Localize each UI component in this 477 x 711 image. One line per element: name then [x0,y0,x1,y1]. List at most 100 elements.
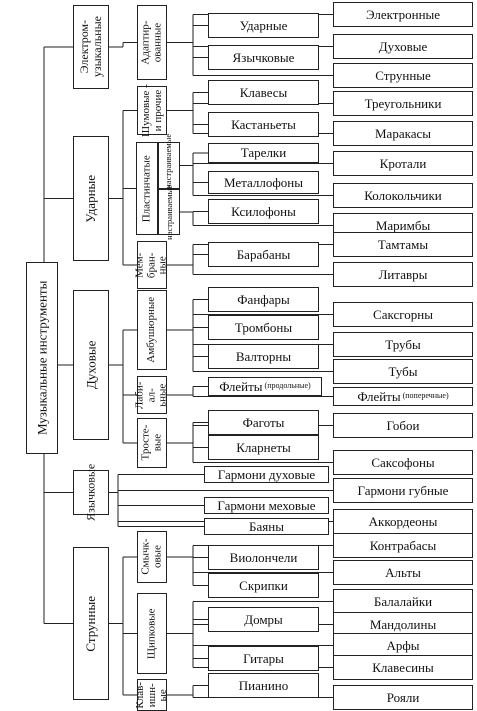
leaf-kontrabasy: Контрабасы [333,533,473,558]
instrument-skripki: Скрипки [208,573,319,598]
subgroup-plucked-label: Щипковые [145,608,158,659]
leaf-alty: Альты [333,560,473,585]
instrument-bayany: Баяны [204,518,329,535]
leaf-litavry-label: Литавры [378,266,428,282]
leaf-klavesiny-label: Клавесины [372,659,434,675]
instrument-violoncheli-label: Виолончели [229,549,298,565]
subgroup-membrane: Мем- бран- ные [134,241,169,289]
leaf-garmoni_gub: Гармони губные [333,478,473,503]
family-percussion: Ударные [73,136,109,261]
leaf-balalaiki: Балалайки [333,589,473,614]
leaf-kolokolchiki-label: Колокольчики [364,187,442,203]
leaf-arfy-label: Арфы [386,637,420,653]
subgroup-plucked: Щипковые [137,593,167,674]
leaf-treugolniki: Треугольники [333,91,473,116]
leaf-fleity_pop-label: Флейты [357,388,401,404]
instrument-barabany-label: Барабаны [236,246,291,262]
instrument-garmoni_meh: Гармони меховые [204,497,329,514]
leaf-duhovye-label: Духовые [378,38,428,54]
leaf-fleity_pop: Флейты (поперечные) [333,387,473,406]
subgroup-noise-label: Шумовые - и прочие [139,84,164,137]
subgroup-plastic: Пластинчатые [136,142,158,235]
instrument-yazychkovye_mid-label: Язычковые [232,49,295,65]
family-strings-label: Струнные [83,595,99,652]
instrument-kastanety-label: Кастаньеты [231,116,296,132]
subgroup-noise: Шумовые - и прочие [137,84,167,137]
leaf-akkordeony-label: Аккордеоны [368,513,438,529]
instrument-violoncheli: Виолончели [208,545,319,570]
instrument-klarnety: Кларнеты [208,435,319,460]
subgroup-reed: Тросте- вые [137,418,167,468]
leaf-marakasy: Маракасы [333,121,473,146]
instrument-fleity_prod-note: (продольные) [262,381,311,391]
leaf-tamtamy-label: Тамтамы [377,236,429,252]
leaf-fleity_pop-note: (поперечные) [400,391,449,401]
subgroup-bowed-label: Смычк- овые [139,538,164,576]
leaf-litavry: Литавры [333,262,473,287]
instrument-udarnye: Ударные [208,13,319,38]
family-electro-label: Электром- узыкальные [77,16,104,78]
instrument-yazychkovye_mid: Язычковые [208,45,319,70]
instrument-udarnye-label: Ударные [239,17,288,33]
instrument-fagoty-label: Фаготы [242,414,285,430]
family-wind-label: Духовые [83,340,99,390]
leaf-alty-label: Альты [385,564,421,580]
subgroup-bowed: Смычк- овые [137,531,167,583]
family-electro: Электром- узыкальные [73,5,109,89]
leaf-elektronnye-label: Электронные [365,6,441,22]
instrument-fleity_prod: Флейты (продольные) [208,377,322,396]
instrument-domry: Домры [208,607,319,632]
instrument-tarelki: Тарелки [208,143,319,163]
instrument-gitary-label: Гитары [243,650,284,666]
instrument-fagoty: Фаготы [208,410,319,435]
instrument-skripki-label: Скрипки [239,577,288,593]
instrument-barabany: Барабаны [208,242,319,267]
instrument-metallofony: Металлофоны [208,171,319,194]
leaf-strunnye: Струнные [333,63,473,88]
leaf-royali-label: Рояли [386,689,420,705]
leaf-goboi: Гобои [333,413,473,438]
instrument-pianino: Пианино [208,673,319,698]
instrument-tarelki-label: Тарелки [240,145,287,161]
subgroup-adapted: Адаптир- ованные [137,5,167,80]
leaf-strunnye-label: Струнные [375,67,431,83]
subgroup-adapted-label: Адаптир- ованные [139,20,163,65]
leaf-klavesiny: Клавесины [333,655,473,680]
subgroup-keyboard-label: Клав- ишн- ые [133,681,169,709]
instrument-klavesy-label: Клавесы [239,84,288,100]
leaf-royali: Рояли [333,685,473,710]
leaf-balalaiki-label: Балалайки [373,593,433,609]
leaf-elektronnye: Электронные [333,2,473,27]
leaf-akkordeony: Аккордеоны [333,509,473,534]
instrument-bayany-label: Баяны [249,518,284,534]
leaf-saksgorny-label: Саксгорны [373,306,433,322]
leaf-mandoliny-label: Мандолины [369,616,437,632]
subgroup-embouchure-label: Амбушюрные [145,297,158,363]
instrument-kastanety: Кастаньеты [208,112,319,137]
family-wind: Духовые [73,290,109,440]
root-node: Музыкальные инструменты [26,262,58,454]
leaf-tuby-label: Тубы [388,363,418,379]
instrument-metallofony-label: Металлофоны [224,174,303,190]
subgroup-labial-label: Лаби- ал- ьные [133,381,169,409]
leaf-kontrabasy-label: Контрабасы [369,537,437,553]
leaf-saksofony-label: Саксофоны [371,454,435,470]
subgroup-keyboard: Клав- ишн- ые [133,679,169,711]
instrument-fanfary-label: Фанфары [237,291,290,307]
instrument-domry-label: Домры [244,611,283,627]
leaf-garmoni_gub-label: Гармони губные [357,482,449,498]
subgroup-reed-label: Тросте- вые [139,425,163,461]
leaf-saksgorny: Саксгорны [333,302,473,327]
instrument-ksilofony-label: Ксилофоны [231,203,296,219]
leaf-kolokolchiki: Колокольчики [333,183,473,208]
instrument-garmoni_duh: Гармони духовые [204,466,329,483]
leaf-duhovye: Духовые [333,34,473,59]
family-reed_free: Язычковые [73,464,109,521]
subgroup-pitched-label: настраиваемые [163,184,174,240]
family-percussion-label: Ударные [83,174,99,223]
instrument-valtorny-label: Валторны [235,348,292,364]
leaf-tamtamy: Тамтамы [333,232,473,257]
instrument-trombony: Тромбоны [208,315,319,340]
instrument-valtorny: Валторны [208,344,319,369]
